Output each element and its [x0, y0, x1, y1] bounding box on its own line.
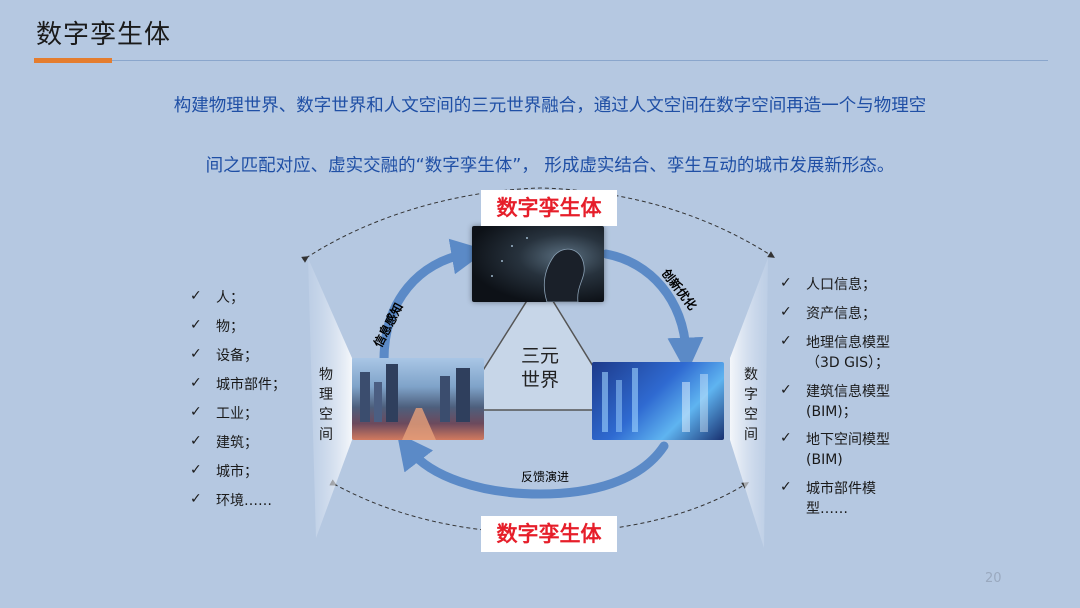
arc-arrow-left: [379, 238, 488, 365]
list-item: ✓ 建筑；: [190, 433, 258, 453]
list-item: ✓ 人；: [190, 288, 244, 308]
check-icon: ✓: [780, 333, 792, 349]
list-item: ✓ 人口信息；: [780, 275, 876, 295]
check-icon: ✓: [190, 433, 202, 449]
check-icon: ✓: [190, 346, 202, 362]
check-icon: ✓: [190, 491, 202, 507]
digital-city-image: [592, 362, 724, 440]
digital-label-char: 间: [744, 427, 758, 443]
check-icon: ✓: [190, 375, 202, 391]
intro-line-2: 间之匹配对应、虚实交融的“数字孪生体”， 形成虚实结合、孪生互动的城市发展新形态…: [205, 156, 895, 176]
list-item-text: 物；: [216, 319, 244, 335]
digital-label-char: 空: [744, 407, 758, 423]
list-item-text: 城市部件；: [216, 377, 286, 393]
list-item: ✓ 工业；: [190, 404, 258, 424]
list-item-text: 城市部件模型……: [806, 479, 876, 519]
list-item-text: 工业；: [216, 406, 258, 422]
city-skyline: [360, 364, 470, 440]
page-number: 20: [985, 571, 1002, 586]
digital-space-label: 数 字 空 间: [741, 365, 761, 445]
physical-space-label: 物 理 空 间: [316, 365, 336, 445]
list-item-line: 型……: [806, 501, 848, 517]
digital-twin-banner-bottom: 数字孪生体: [481, 516, 617, 552]
intro-line-1: 构建物理世界、数字世界和人文空间的三元世界融合，通过人文空间在数字空间再造一个与…: [173, 96, 927, 116]
check-icon: ✓: [780, 275, 792, 291]
list-item: ✓ 设备；: [190, 346, 258, 366]
ai-head-illustration: [491, 237, 585, 302]
check-icon: ✓: [780, 382, 792, 398]
list-item-text: 城市；: [216, 464, 258, 480]
physical-space-panel: [308, 258, 352, 538]
list-item-text: 资产信息；: [806, 306, 876, 322]
list-item-text: 人口信息；: [806, 277, 876, 293]
digital-label-char: 字: [744, 387, 758, 403]
physical-label-char: 间: [319, 427, 333, 443]
digital-data-illustration: [602, 368, 708, 432]
list-item: ✓ 地下空间模型 (BIM): [780, 430, 890, 470]
list-item-line: 地下空间模型: [806, 432, 890, 448]
list-item-line: （3D GIS）；: [806, 355, 890, 371]
list-item-line: 城市部件模: [806, 481, 876, 497]
center-label-line-2: 世界: [520, 369, 559, 391]
arc-label-bottom: 反馈演进: [521, 469, 569, 484]
check-icon: ✓: [190, 404, 202, 420]
list-item-text: 环境……: [216, 493, 272, 509]
check-icon: ✓: [780, 304, 792, 320]
list-item: ✓ 建筑信息模型 (BIM)；: [780, 382, 890, 422]
list-item-line: 建筑信息模型: [806, 384, 890, 400]
check-icon: ✓: [190, 317, 202, 333]
center-label-line-1: 三元: [520, 345, 559, 367]
triangle: [456, 278, 622, 411]
list-item: ✓ 城市部件模型……: [780, 479, 876, 519]
physical-label-char: 物: [319, 367, 333, 383]
physical-city-image: [352, 358, 484, 440]
arc-arrow-bottom: [396, 432, 669, 499]
physical-label-char: 理: [319, 387, 333, 403]
slide-title: 数字孪生体: [36, 20, 172, 50]
dashed-arc-top: [301, 187, 775, 263]
list-item: ✓ 资产信息；: [780, 304, 876, 324]
list-item: ✓ 城市部件；: [190, 375, 286, 395]
list-item-line: 地理信息模型: [806, 335, 890, 351]
arc-arrow-right: [601, 249, 704, 374]
list-item-line: (BIM): [806, 452, 843, 468]
physical-label-char: 空: [319, 407, 333, 423]
digital-space-panel: [730, 258, 768, 548]
check-icon: ✓: [190, 288, 202, 304]
list-item-text: 建筑信息模型 (BIM)；: [806, 382, 890, 422]
digital-twin-banner-top: 数字孪生体: [481, 190, 617, 226]
list-item-text: 设备；: [216, 348, 258, 364]
title-accent-bar: [34, 58, 112, 63]
list-item-text: 地下空间模型 (BIM): [806, 430, 890, 470]
check-icon: ✓: [780, 430, 792, 446]
list-item-line: (BIM)；: [806, 404, 857, 420]
ai-head-image: [472, 226, 604, 302]
list-item-text: 地理信息模型 （3D GIS）；: [806, 333, 890, 373]
list-item-text: 人；: [216, 290, 244, 306]
digital-label-char: 数: [744, 367, 758, 383]
check-icon: ✓: [780, 479, 792, 495]
list-item: ✓ 物；: [190, 317, 244, 337]
title-divider: [112, 60, 1048, 61]
list-item: ✓ 地理信息模型 （3D GIS）；: [780, 333, 890, 373]
list-item-text: 建筑；: [216, 435, 258, 451]
check-icon: ✓: [190, 462, 202, 478]
list-item: ✓ 城市；: [190, 462, 258, 482]
three-worlds-label: 三元 世界: [505, 344, 575, 392]
list-item: ✓ 环境……: [190, 491, 272, 511]
